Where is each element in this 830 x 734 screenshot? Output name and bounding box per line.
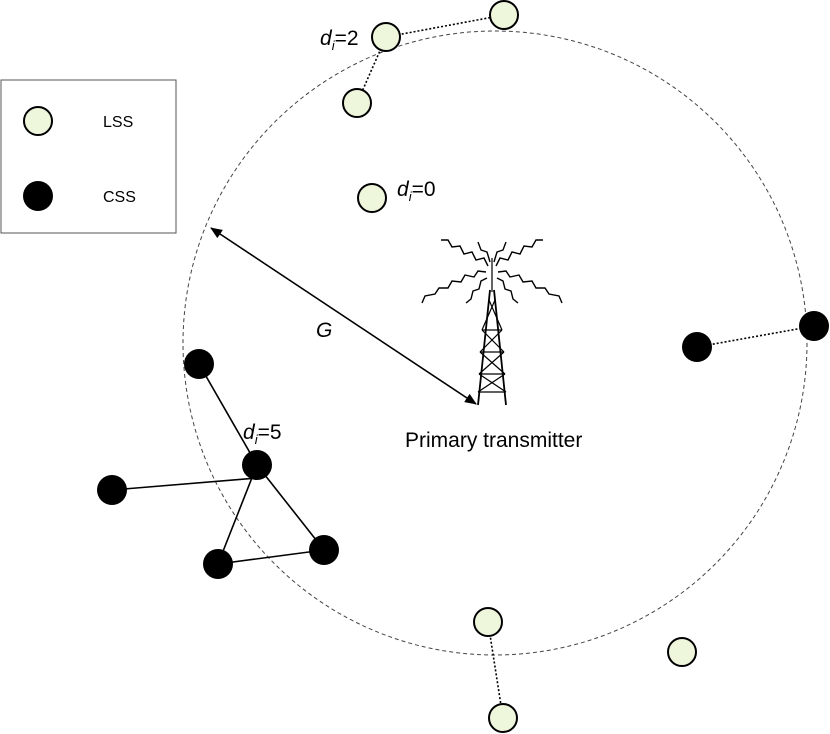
degree-label-2: di=2 bbox=[320, 27, 359, 53]
lss-node bbox=[488, 703, 518, 733]
legend-css-marker bbox=[23, 181, 53, 211]
degree-value: =0 bbox=[412, 178, 436, 201]
degree-symbol: d bbox=[320, 27, 333, 50]
degree-value: =5 bbox=[258, 421, 282, 444]
degree-subscript: i bbox=[255, 432, 259, 447]
coverage-circle bbox=[182, 30, 808, 656]
legend-lss-marker bbox=[23, 106, 53, 136]
lss-nodes bbox=[342, 0, 697, 733]
lss-node bbox=[357, 183, 387, 213]
dotted-links bbox=[356, 14, 815, 719]
css-node bbox=[203, 549, 233, 579]
solid-link bbox=[111, 477, 258, 491]
lss-node bbox=[473, 607, 503, 637]
solid-links bbox=[111, 363, 325, 565]
css-node bbox=[682, 332, 712, 362]
degree-value: =2 bbox=[335, 27, 359, 50]
degree-subscript: i bbox=[409, 189, 413, 204]
legend-box bbox=[0, 79, 177, 234]
legend: LSS CSS bbox=[0, 79, 177, 234]
css-node bbox=[242, 450, 272, 480]
css-node bbox=[97, 475, 127, 505]
tower-label: Primary transmitter bbox=[405, 429, 582, 452]
dotted-link bbox=[385, 14, 505, 38]
legend-lss-label: LSS bbox=[103, 114, 133, 131]
css-node bbox=[184, 349, 214, 379]
solid-link bbox=[217, 464, 258, 565]
degree-symbol: d bbox=[243, 421, 256, 444]
solid-link bbox=[198, 363, 258, 466]
radius-arrow bbox=[210, 227, 477, 405]
lss-node bbox=[667, 637, 697, 667]
dotted-link bbox=[696, 325, 815, 348]
lss-node bbox=[342, 88, 372, 118]
css-node bbox=[309, 535, 339, 565]
radio-tower-icon bbox=[421, 239, 563, 406]
dotted-link bbox=[487, 621, 504, 719]
degree-label-5: di=5 bbox=[243, 421, 282, 447]
degree-symbol: d bbox=[397, 178, 410, 201]
solid-link bbox=[256, 464, 325, 551]
legend-css-label: CSS bbox=[103, 189, 136, 206]
css-nodes bbox=[97, 311, 829, 579]
lss-node bbox=[489, 0, 519, 30]
lss-node bbox=[371, 22, 401, 52]
radius-label: G bbox=[316, 319, 332, 342]
degree-subscript: i bbox=[332, 38, 336, 53]
solid-link bbox=[217, 549, 325, 565]
degree-label-0: di=0 bbox=[397, 178, 436, 204]
css-node bbox=[799, 311, 829, 341]
